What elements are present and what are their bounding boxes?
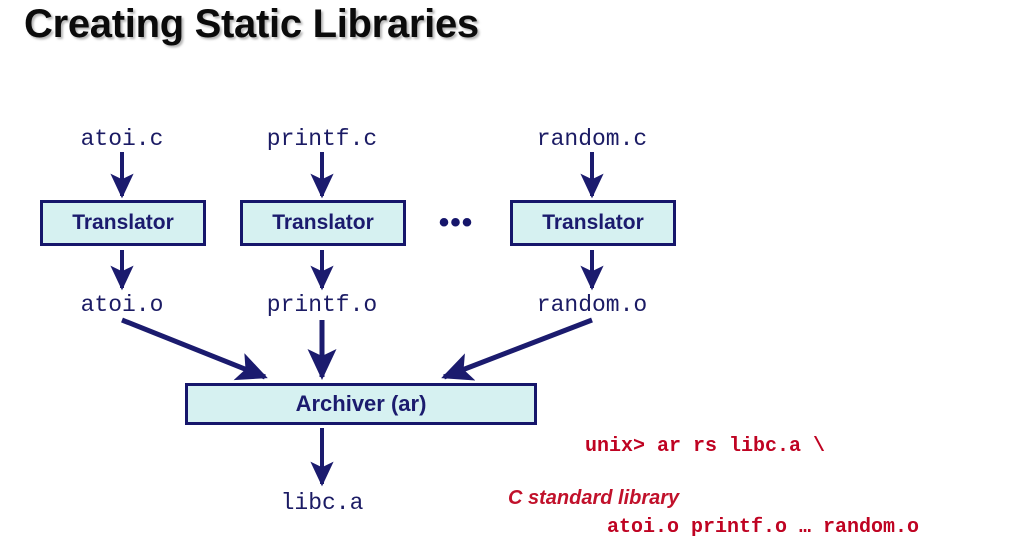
output-caption: C standard library (508, 487, 680, 509)
object-file-random-label: random.o (536, 292, 648, 318)
archiver-box: Archiver (ar) (185, 383, 537, 425)
arrow-atoi-o-to-archiver (121, 317, 268, 381)
object-file-printf-label: printf.o (266, 292, 378, 318)
ar-command-block: unix> ar rs libc.a \ atoi.o printf.o … r… (585, 379, 919, 552)
archiver-label: Archiver (ar) (295, 391, 427, 416)
page-title: Creating Static Libraries (24, 2, 479, 46)
translator-box-atoi: Translator (40, 200, 206, 246)
source-file-atoi-label: atoi.c (80, 126, 164, 152)
translator-printf-label: Translator (272, 211, 374, 234)
translator-box-printf: Translator (240, 200, 406, 246)
ar-command-line-2: atoi.o printf.o … random.o (607, 516, 920, 539)
ellipsis-icon: ••• (438, 206, 474, 239)
source-file-random-label: random.c (536, 126, 648, 152)
translator-atoi-label: Translator (72, 211, 174, 234)
arrow-random-o-to-archiver (441, 317, 593, 381)
object-file-atoi-label: atoi.o (80, 292, 164, 318)
source-file-printf-label: printf.c (266, 126, 378, 152)
translator-box-random: Translator (510, 200, 676, 246)
ar-command-line-1: unix> ar rs libc.a \ (585, 435, 826, 458)
translator-random-label: Translator (542, 211, 644, 234)
output-file-libc-label: libc.a (280, 490, 364, 516)
